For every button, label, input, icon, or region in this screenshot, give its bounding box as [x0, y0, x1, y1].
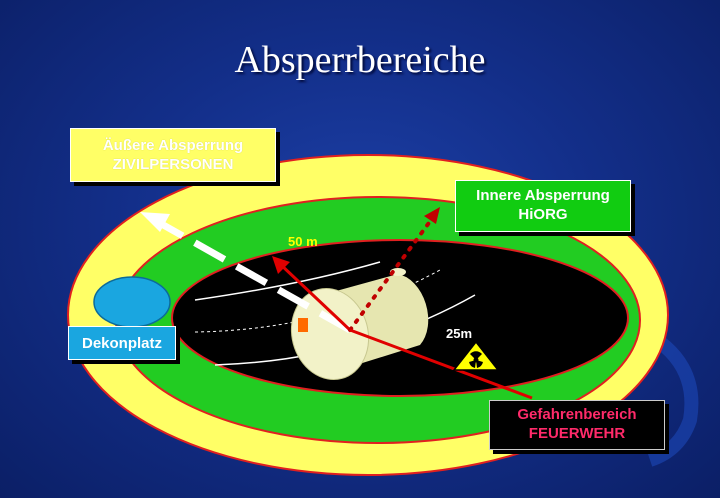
decon-area-circle	[93, 276, 171, 328]
danger-zone-label: Gefahrenbereich FEUERWEHR	[489, 400, 665, 450]
inner-zone-arrowhead	[424, 207, 440, 224]
inner-zone-arrow	[348, 214, 436, 332]
danger-zone-title: Gefahrenbereich	[517, 406, 637, 423]
distance-label-50m: 50 m	[288, 234, 318, 249]
radius-arrow-50m	[278, 262, 352, 332]
background-swoosh	[636, 323, 699, 467]
danger-zone-subtitle: FEUERWEHR	[528, 425, 626, 442]
outer-cordon-label: Äußere Absperrung ZIVILPERSONEN	[70, 128, 276, 182]
inner-cordon-label: Innere Absperrung HiORG	[455, 180, 631, 232]
distance-label-25m: 25m	[446, 326, 472, 341]
slide-title: Absperrbereiche	[234, 39, 486, 81]
inner-cordon-title: Innere Absperrung	[476, 187, 610, 204]
outer-zone-arrowhead	[140, 212, 170, 232]
decon-title: Dekonplatz	[81, 335, 162, 352]
inner-cordon-subtitle: HiORG	[518, 206, 568, 223]
radius-arrowhead-50m	[272, 256, 290, 274]
tank-icon	[290, 268, 429, 381]
flow-line-1	[194, 261, 381, 301]
outer-cordon-subtitle: ZIVILPERSONEN	[112, 156, 234, 173]
danger-zone-arrow	[349, 328, 533, 400]
decon-label: Dekonplatz	[68, 326, 176, 360]
outer-cordon-title: Äußere Absperrung	[102, 137, 244, 154]
radiation-warning-icon	[452, 340, 500, 371]
outer-zone-arrow	[156, 218, 352, 334]
